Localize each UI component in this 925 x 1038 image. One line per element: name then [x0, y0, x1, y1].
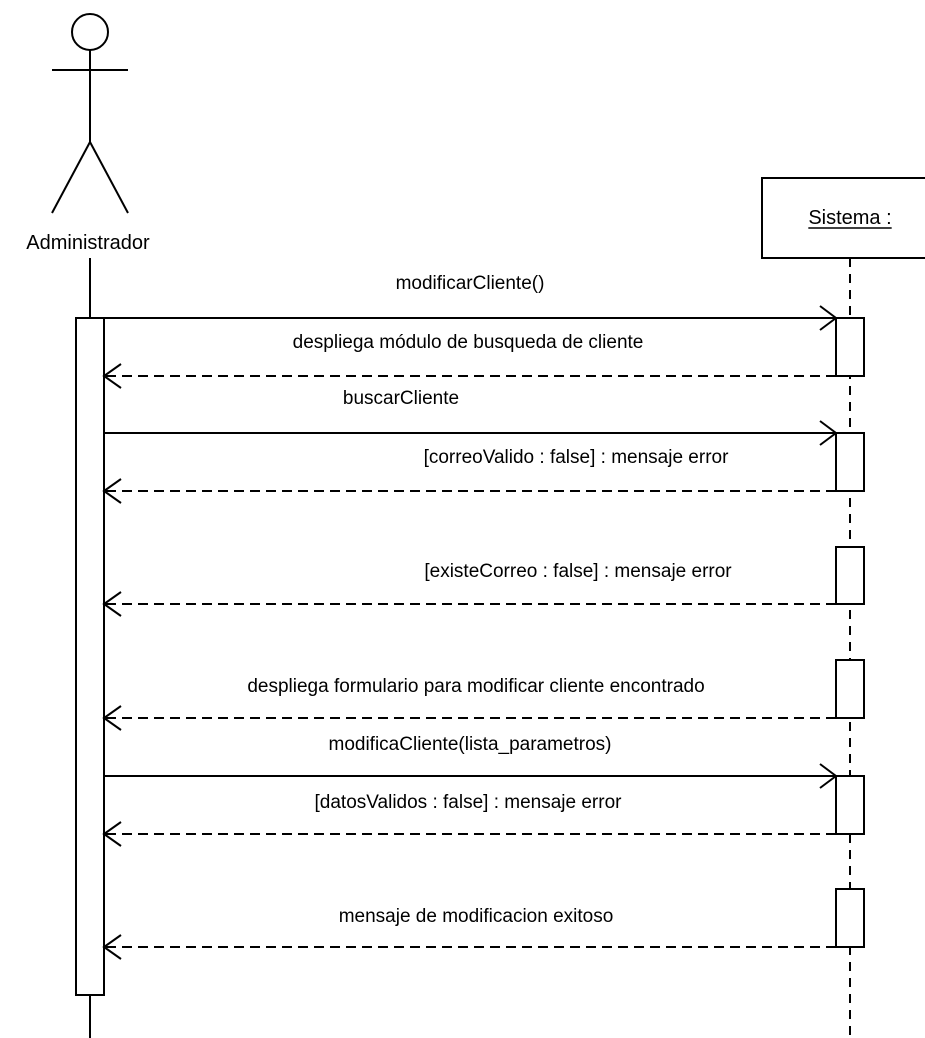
message-return: [datosValidos : false] : mensaje error	[102, 792, 836, 847]
message-label: mensaje de modificacion exitoso	[339, 906, 614, 927]
message-label: [datosValidos : false] : mensaje error	[315, 792, 623, 813]
message-arrowhead	[102, 363, 122, 389]
message-arrowhead	[102, 705, 122, 731]
message-return: [existeCorreo : false] : mensaje error	[102, 561, 836, 617]
message-return: despliega módulo de busqueda de cliente	[102, 332, 836, 389]
actor-label: Administrador	[26, 232, 150, 254]
message-arrowhead	[819, 420, 838, 446]
message-label: modificaCliente(lista_parametros)	[329, 734, 612, 755]
message-label: despliega módulo de busqueda de cliente	[293, 332, 644, 353]
system-activation-6	[835, 888, 865, 948]
system-activation-2	[835, 432, 865, 492]
system-label: Sistema :	[808, 207, 891, 229]
message-label: [existeCorreo : false] : mensaje error	[424, 561, 732, 582]
actor-activation-bar	[75, 317, 105, 996]
message-label: [correoValido : false] : mensaje error	[424, 447, 730, 468]
message-return: mensaje de modificacion exitoso	[102, 906, 836, 960]
message-label: buscarCliente	[343, 388, 459, 409]
message-call: buscarCliente	[104, 388, 838, 446]
message-arrowhead	[102, 591, 122, 617]
message-return: despliega formulario para modificar clie…	[102, 676, 836, 731]
system-activation-3	[835, 546, 865, 605]
actor-right-leg	[89, 141, 129, 214]
system-activation-1	[835, 317, 865, 377]
message-label: despliega formulario para modificar clie…	[247, 676, 704, 697]
message-arrowhead	[819, 305, 838, 331]
actor-figure	[51, 13, 129, 214]
actor-head	[71, 13, 109, 51]
message-arrowhead	[102, 821, 122, 847]
system-activation-5	[835, 775, 865, 835]
message-call: modificaCliente(lista_parametros)	[104, 734, 838, 789]
actor-left-leg	[51, 141, 91, 214]
message-arrowhead	[102, 934, 122, 960]
message-arrowhead	[102, 478, 122, 504]
message-arrowhead	[819, 763, 838, 789]
system-activation-4	[835, 659, 865, 719]
message-return: [correoValido : false] : mensaje error	[102, 447, 836, 504]
message-label: modificarCliente()	[396, 273, 545, 294]
message-call: modificarCliente()	[104, 273, 838, 331]
system-object-box	[761, 177, 925, 259]
system-object: Sistema :	[761, 177, 925, 259]
